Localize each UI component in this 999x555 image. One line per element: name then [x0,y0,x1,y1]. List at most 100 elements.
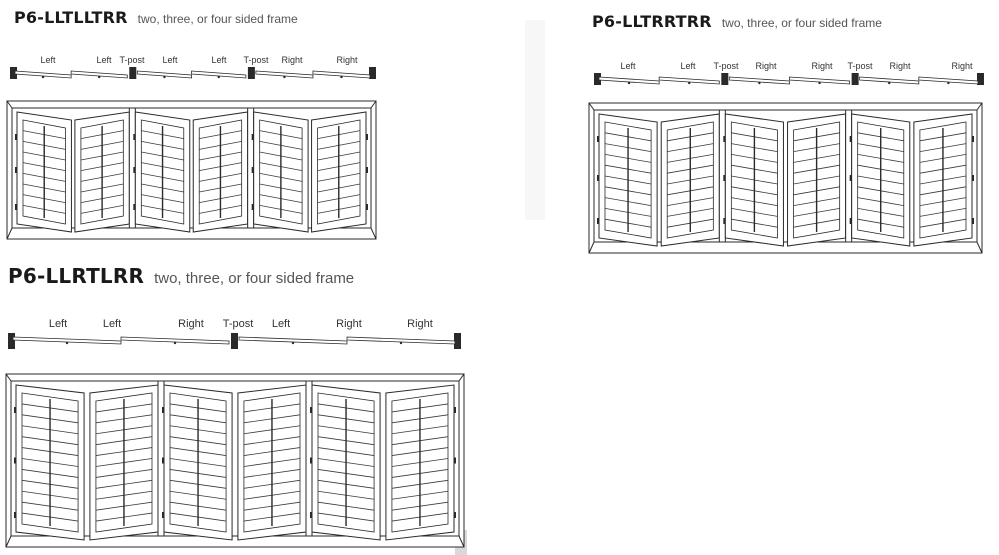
post-block [454,333,461,349]
leaf-inset [857,121,905,239]
panel-leaf [14,70,72,79]
hinge-mark [15,204,17,210]
frame-bevel [370,100,377,109]
hinge-mark [14,407,16,413]
panel-leaf [598,76,660,85]
inner-frame [593,109,978,243]
panel-leaf [728,76,790,85]
post-block [369,67,376,79]
hinge-dot [163,75,166,79]
frame-bevel [976,102,983,111]
leaf-inset [666,121,714,239]
panel-leaf [70,70,128,79]
hinge-dot [340,75,343,79]
hinge-label: Left [620,61,636,71]
shutter-leaf [89,384,159,541]
hinge-dot [947,81,950,85]
hinge-mark [14,457,16,464]
hinge-mark [15,167,17,173]
hinge-label: Right [178,318,204,330]
hinge-label: Right [811,61,833,71]
hinge-mark [454,457,456,464]
hinge-mark [14,512,16,518]
hinge-mark [849,218,852,224]
inner-frame [11,107,372,229]
panel-subtitle: two, three, or four sided frame [154,270,355,287]
panel-leaf [255,70,314,79]
hinge-dot [65,341,69,345]
hinge-mark [849,136,852,142]
plan-geometry [594,73,984,85]
hinge-mark [972,218,974,224]
shutter-elevation [5,373,465,548]
shutter-leaf [237,384,307,541]
hinge-mark [366,204,368,210]
hinge-mark [972,175,974,181]
hinge-mark [849,175,852,181]
hinge-label: T-post [119,55,145,65]
elevation-geometry [5,373,465,548]
frame-bevel [370,227,377,240]
hinge-mark [597,175,599,181]
hinge-mark [723,175,726,181]
frame-bevel [588,241,595,254]
post-block [594,73,601,85]
panel-leaf [859,76,920,85]
hinge-dot [283,75,286,79]
hinge-dot [818,81,821,85]
shutter-leaf [913,113,973,247]
hinge-mark [454,512,456,518]
panel-leaf [346,336,456,345]
hinge-label: Left [40,55,56,65]
panel-leaf [312,70,371,79]
hinge-dot [173,341,177,345]
panel-subtitle: two, three, or four sided frame [137,12,298,26]
hinge-dot [888,81,891,85]
panel-code: P6-LLTLLTRR [14,8,128,27]
hinge-mark [162,407,164,413]
hinge-label: Left [271,318,291,330]
plan-geometry [8,333,461,349]
shutter-leaf [16,111,72,233]
hinge-mark [454,407,456,413]
shutter-leaf [134,111,191,233]
shutter-elevation [6,100,377,240]
post-block [977,73,984,85]
shutter-leaf [74,111,130,233]
hinge-dot [399,341,403,345]
leaf-inset [243,392,301,533]
hinge-label: Right [336,55,358,65]
shutter-leaf [724,113,784,247]
post-block [851,73,859,85]
hinge-label: Right [951,61,973,71]
hinge-mark [366,134,368,140]
panel-leaf [789,76,851,85]
hinge-label: T-post [243,55,269,65]
hinge-label: Left [102,318,122,330]
shutter-leaf [311,384,381,541]
inner-frame [10,380,460,537]
hinge-label: Left [96,55,112,65]
hinge-label: Left [48,318,68,330]
hinge-mark [133,204,136,210]
shutter-leaf [787,113,847,247]
panel-leaf [120,336,230,345]
hinge-label: Right [407,318,433,330]
hinge-mark [251,204,254,210]
leaf-inset [919,121,967,239]
elevation-geometry [6,100,377,240]
hinge-mark [597,136,599,142]
hinge-plan-view [594,73,984,85]
shutter-leaf [385,384,455,541]
hinge-mark [251,134,254,140]
post-block [10,67,17,79]
hinge-mark [162,457,164,464]
hinge-label: T-post [713,61,739,71]
panel-leaf [12,336,122,345]
post-block [231,333,238,349]
leaf-inset [730,121,778,239]
hinge-label: Left [162,55,178,65]
leaf-inset [604,121,652,239]
